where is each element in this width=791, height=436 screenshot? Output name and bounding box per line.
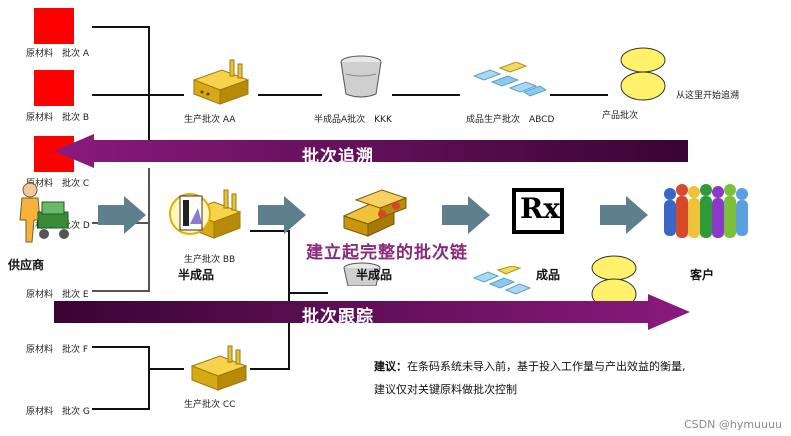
link-bb-right bbox=[250, 230, 290, 232]
rx-symbol: Rx bbox=[520, 192, 560, 225]
connector-g bbox=[92, 408, 148, 410]
blocks-icon-abcd bbox=[472, 62, 548, 97]
factory-icon-cc bbox=[190, 345, 248, 391]
connector-b bbox=[92, 94, 148, 96]
flow-arrow-2 bbox=[258, 196, 306, 234]
customer-label: 客户 bbox=[690, 268, 715, 282]
connector-to-cc bbox=[148, 368, 184, 370]
raw-material-label-c: 原材料 批次 C bbox=[26, 179, 90, 189]
prod-batch-bb-label: 生产批次 BB bbox=[184, 255, 236, 265]
trace-forward-text: 批次跟踪 bbox=[302, 307, 374, 327]
connector-e bbox=[92, 290, 148, 292]
connector-vertical-right bbox=[288, 230, 290, 370]
link-aa-kkk bbox=[258, 94, 322, 96]
product-batch-label: 产品批次 bbox=[602, 111, 639, 121]
advice-text-1: 在条码系统未导入前，基于投入工作量与产出效益的衡量, bbox=[407, 360, 686, 373]
prod-batch-cc-label: 生产批次 CC bbox=[184, 400, 236, 410]
product-batch-icon bbox=[620, 47, 666, 101]
trace-forward-band bbox=[54, 294, 690, 330]
raw-material-box-a bbox=[34, 8, 74, 44]
prod-batch-aa-label: 生产批次 AA bbox=[184, 115, 236, 125]
raw-material-label-b: 原材料 批次 B bbox=[26, 113, 90, 123]
raw-material-box-b bbox=[34, 70, 74, 106]
link-kkk-abcd bbox=[392, 94, 460, 96]
advice-line-1: 建议：在条码系统未导入前，基于投入工作量与产出效益的衡量, bbox=[374, 358, 686, 374]
trace-back-text: 批次追溯 bbox=[302, 147, 374, 167]
bucket-icon-semi bbox=[343, 262, 381, 286]
overlay-title: 建立起完整的批次链 bbox=[306, 243, 468, 263]
semi-product-label-bb: 半成品 bbox=[178, 268, 215, 282]
advice-line-2: 建议仅对关键原料做批次控制 bbox=[374, 383, 517, 396]
customers-icon bbox=[664, 184, 748, 238]
supplier-icon bbox=[19, 182, 69, 243]
supplier-label: 供应商 bbox=[8, 258, 45, 272]
connector-to-aa bbox=[148, 94, 184, 96]
trace-back-band bbox=[54, 134, 688, 168]
semi-batch-kkk-label: 半成品A批次 KKK bbox=[314, 115, 392, 125]
raw-material-label-f: 原材料 批次 F bbox=[26, 345, 89, 355]
semi-product-label: 半成品 bbox=[356, 268, 393, 282]
connector-a bbox=[92, 26, 148, 28]
trace-start-label: 从这里开始追溯 bbox=[676, 91, 740, 101]
finished-prod-batch-label: 成品生产批次 ABCD bbox=[466, 115, 555, 125]
raw-material-label-e: 原材料 批次 E bbox=[26, 290, 89, 300]
link-cc-right bbox=[250, 368, 288, 370]
connector-vertical-bottom bbox=[148, 346, 150, 410]
connector-vertical-mid bbox=[148, 168, 150, 292]
rx-inner bbox=[516, 192, 560, 230]
bucket-icon-kkk bbox=[340, 55, 382, 98]
blocks-icon-lower bbox=[472, 266, 532, 295]
factory-icon-aa bbox=[192, 59, 250, 105]
flow-arrow-3 bbox=[442, 196, 490, 234]
gold-bars-icon bbox=[342, 189, 408, 237]
raw-material-label-g: 原材料 批次 G bbox=[26, 407, 90, 417]
raw-material-label-a: 原材料 批次 A bbox=[26, 49, 90, 59]
finished-product-label: 成品 bbox=[536, 268, 561, 282]
watermark: CSDN @hymuuuu bbox=[684, 418, 782, 431]
link-to-forward-band bbox=[288, 292, 328, 294]
factory-icon-bb bbox=[169, 189, 242, 239]
flow-arrow-4 bbox=[600, 196, 648, 234]
flow-arrow-1 bbox=[98, 196, 146, 234]
connector-f bbox=[92, 346, 148, 348]
link-abcd-product bbox=[550, 94, 608, 96]
advice-prefix: 建议： bbox=[374, 360, 407, 373]
